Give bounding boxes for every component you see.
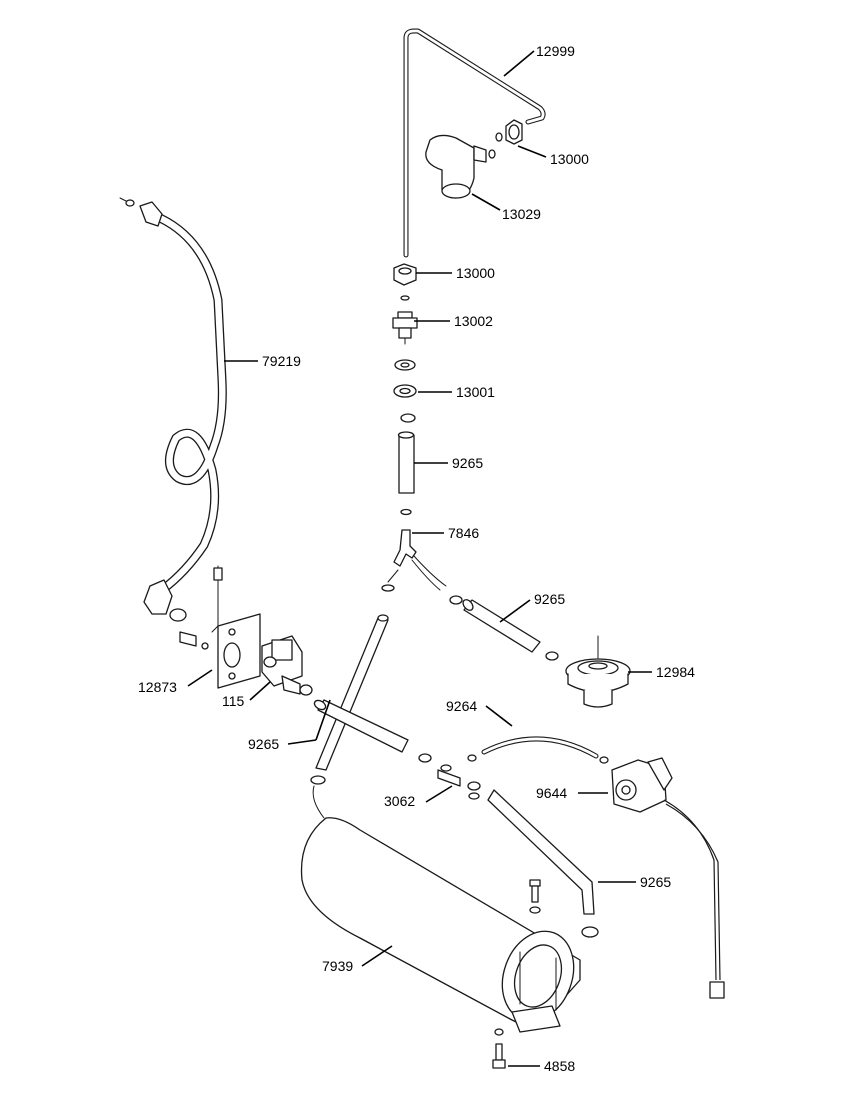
- tube-9265-diagonal: [310, 614, 389, 819]
- tee-branch-line: [411, 555, 463, 605]
- tee-fitting-3062: [437, 764, 481, 791]
- outlet-tube-12999: [403, 28, 546, 258]
- callout-13001: 13001: [456, 384, 495, 400]
- callout-9265-left: 9265: [248, 736, 279, 752]
- tube-9265-vertical: [397, 431, 415, 516]
- callout-12999: 12999: [536, 43, 575, 59]
- mounting-bracket-12873: [211, 565, 261, 689]
- callout-13029: 13029: [502, 206, 541, 222]
- callout-9644: 9644: [536, 785, 567, 801]
- callout-9265-vertical: 9265: [452, 455, 483, 471]
- tube-9265-left: [313, 699, 432, 763]
- pump-9644: [611, 757, 725, 999]
- callout-13000-top: 13000: [550, 151, 589, 167]
- callout-13002: 13002: [454, 313, 493, 329]
- washer-13001: [393, 359, 417, 423]
- callout-12873: 12873: [138, 679, 177, 695]
- screw-top: [529, 879, 541, 914]
- callout-4858: 4858: [544, 1058, 575, 1074]
- bulkhead-fitting-13002: [392, 311, 418, 345]
- leader-lines: [187, 50, 652, 1067]
- callout-115: 115: [222, 693, 245, 709]
- callout-7846: 7846: [448, 525, 479, 541]
- tube-9265-right: [462, 599, 559, 661]
- nut-13000-mid: [393, 263, 417, 301]
- callout-9265-right: 9265: [534, 591, 565, 607]
- callout-3062: 3062: [384, 793, 415, 809]
- callout-9265-lower: 9265: [640, 874, 671, 890]
- nut-13000-top: [495, 119, 523, 145]
- callout-13000-mid: 13000: [456, 265, 495, 281]
- supply-hose-79219: [119, 197, 227, 622]
- callout-9264: 9264: [446, 698, 477, 714]
- callout-7939: 7939: [322, 958, 353, 974]
- elbow-fitting-13029: [425, 134, 496, 199]
- tee-fitting-7846: [381, 529, 417, 592]
- callout-12984: 12984: [656, 664, 695, 680]
- tank-7939: [300, 817, 581, 1033]
- drain-valve-12984: [565, 635, 631, 708]
- tube-9264: [467, 736, 609, 764]
- callout-79219: 79219: [262, 353, 301, 369]
- tube-9265-lower: [468, 789, 599, 938]
- screw-4858: [492, 1028, 506, 1069]
- inlet-valve-115: [179, 631, 313, 696]
